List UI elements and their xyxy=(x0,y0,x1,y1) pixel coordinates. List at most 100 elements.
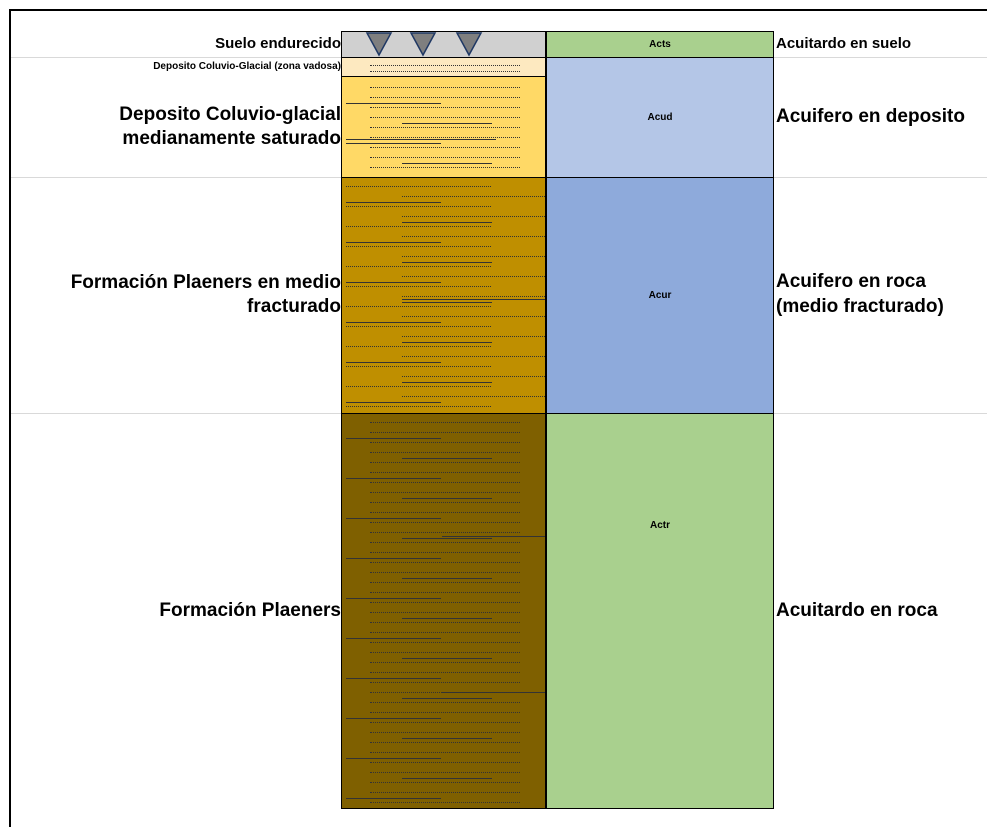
fracture-line xyxy=(346,139,496,140)
texture-dots xyxy=(346,226,491,227)
label-acuitardo-roca: Acuitardo en roca xyxy=(776,599,938,621)
texture-line xyxy=(402,222,492,223)
texture-line xyxy=(346,598,441,599)
unit-actr: Actr xyxy=(546,413,774,809)
texture-dots xyxy=(402,276,545,277)
texture-line xyxy=(346,478,441,479)
texture-dots xyxy=(370,572,520,573)
unit-acur: Acur xyxy=(546,177,774,414)
texture-line xyxy=(402,538,492,539)
texture-line xyxy=(402,578,492,579)
texture-dots xyxy=(370,612,520,613)
texture-dots xyxy=(370,472,520,473)
texture-dots xyxy=(402,296,545,297)
texture-line xyxy=(346,678,441,679)
deposit-saturated-layer xyxy=(341,76,546,178)
texture-dots xyxy=(346,266,491,267)
texture-dots xyxy=(370,137,520,138)
label-deposito-zona-vadosa: Deposito Coluvio-Glacial (zona vadosa) xyxy=(153,60,341,72)
texture-line xyxy=(346,143,441,144)
fracture-line xyxy=(442,692,545,693)
texture-dots xyxy=(370,532,520,533)
texture-line xyxy=(346,758,441,759)
texture-dots xyxy=(370,592,520,593)
label-acuitardo-suelo: Acuitardo en suelo xyxy=(776,35,912,53)
texture-dots xyxy=(370,642,520,643)
unit-code: Acud xyxy=(647,112,673,123)
texture-dots xyxy=(402,196,545,197)
texture-dots xyxy=(370,772,520,773)
texture-dots xyxy=(370,752,520,753)
texture-dots xyxy=(346,386,491,387)
texture-dots xyxy=(346,246,491,247)
texture-line xyxy=(402,658,492,659)
texture-dots xyxy=(370,167,520,168)
texture-dots xyxy=(370,512,520,513)
texture-dots xyxy=(370,442,520,443)
texture-dots xyxy=(370,65,520,66)
texture-dots xyxy=(370,602,520,603)
texture-dots xyxy=(370,622,520,623)
texture-line xyxy=(402,382,492,383)
fractured-rock-layer xyxy=(341,177,546,414)
texture-line xyxy=(402,698,492,699)
texture-dots xyxy=(370,682,520,683)
texture-dots xyxy=(346,186,491,187)
label-plaeners: Formación Plaeners xyxy=(159,600,341,622)
texture-dots xyxy=(370,71,520,72)
texture-dots xyxy=(370,562,520,563)
texture-dots xyxy=(370,762,520,763)
texture-dots xyxy=(402,236,545,237)
water-table-marker xyxy=(365,32,483,57)
texture-line xyxy=(346,402,441,403)
label-acuifero-roca: Acuifero en roca (medio fracturado) xyxy=(776,271,944,317)
texture-dots xyxy=(346,326,491,327)
texture-dots xyxy=(370,147,520,148)
vadose-zone-layer xyxy=(341,57,546,77)
texture-dots xyxy=(370,157,520,158)
texture-line xyxy=(346,798,441,799)
texture-line xyxy=(346,202,441,203)
texture-dots xyxy=(370,722,520,723)
texture-line xyxy=(402,778,492,779)
texture-dots xyxy=(402,256,545,257)
texture-dots xyxy=(370,117,520,118)
texture-dots xyxy=(370,432,520,433)
label-suelo-endurecido: Suelo endurecido xyxy=(215,34,341,52)
texture-line xyxy=(402,618,492,619)
texture-line xyxy=(402,342,492,343)
texture-line xyxy=(402,458,492,459)
texture-line xyxy=(402,123,492,124)
water-table-triangle-icon xyxy=(365,32,483,57)
texture-line xyxy=(346,362,441,363)
texture-dots xyxy=(346,346,491,347)
texture-dots xyxy=(370,582,520,583)
texture-dots xyxy=(370,662,520,663)
texture-line xyxy=(402,738,492,739)
texture-line xyxy=(346,322,441,323)
texture-dots xyxy=(370,742,520,743)
texture-dots xyxy=(370,652,520,653)
texture-line xyxy=(346,638,441,639)
unit-acud: Acud xyxy=(546,57,774,178)
unit-code: Actr xyxy=(649,520,670,531)
texture-dots xyxy=(370,552,520,553)
texture-dots xyxy=(402,356,545,357)
texture-line xyxy=(346,558,441,559)
texture-dots xyxy=(370,87,520,88)
texture-dots xyxy=(346,206,491,207)
texture-line xyxy=(346,103,441,104)
texture-dots xyxy=(346,406,491,407)
label-plaeners-fracturado: Formación Plaeners en medio fracturado xyxy=(70,272,341,317)
texture-dots xyxy=(402,396,545,397)
texture-dots xyxy=(370,127,520,128)
texture-line xyxy=(346,242,441,243)
texture-dots xyxy=(402,376,545,377)
texture-dots xyxy=(370,712,520,713)
texture-dots xyxy=(370,542,520,543)
label-deposito-saturado: Deposito Coluvio-glacial medianamente sa… xyxy=(119,103,341,149)
texture-dots xyxy=(402,316,545,317)
fracture-line xyxy=(402,299,545,300)
texture-dots xyxy=(370,462,520,463)
texture-dots xyxy=(346,306,491,307)
